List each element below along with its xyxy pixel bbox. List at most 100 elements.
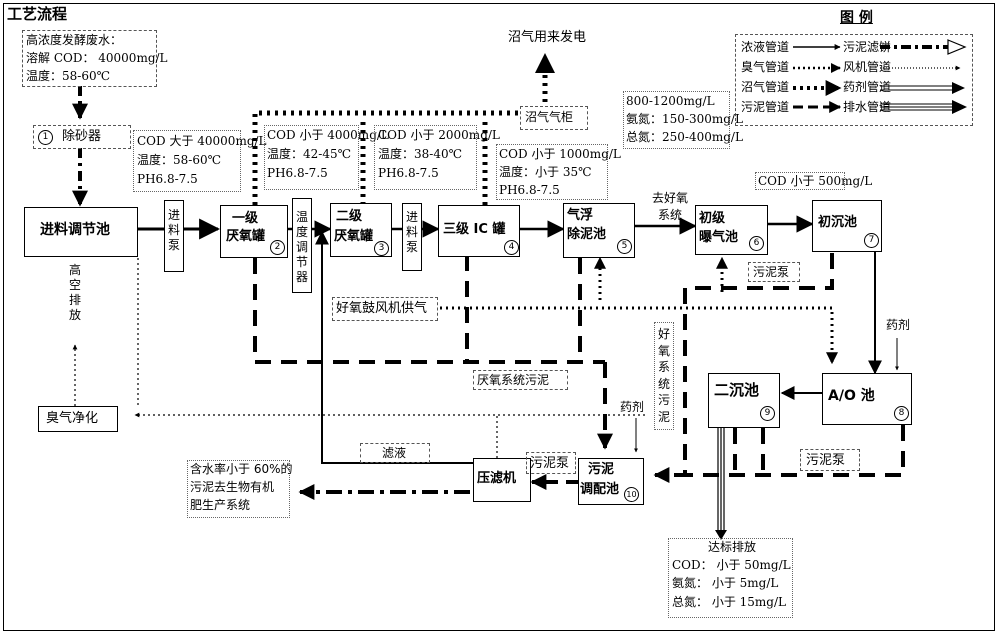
legend-item: 臭气管道 [741, 60, 790, 74]
note-line: COD 小于 4000mg/L [267, 128, 389, 142]
legend-item: 风机管道 [843, 60, 892, 74]
legend-title: 图 例 [840, 10, 873, 26]
temperature-regulator [292, 198, 312, 293]
aerobic-blower-box [332, 297, 438, 321]
diagram-title: 工艺流程 [7, 5, 68, 23]
ao-tank-label: A/O 池 [828, 388, 875, 404]
note-line: PH6.8-7.5 [378, 166, 439, 180]
legend-item: 药剂管道 [843, 80, 892, 94]
sludge-pump-1 [748, 262, 800, 282]
desander-label: 除砂器 [62, 129, 102, 144]
filtrate-label: 滤液 [382, 446, 407, 460]
anaerobic-tank-1-label: 厌氧罐 [226, 229, 266, 244]
ao-tank [822, 373, 912, 425]
node-number: 10 [624, 487, 639, 502]
note-line: PH6.8-7.5 [137, 172, 198, 186]
note-line: COD 大于 40000mg/L [137, 134, 267, 148]
legend-item: 排水管道 [843, 100, 892, 114]
influent-line: 温度：58-60℃ [26, 69, 111, 83]
feed-pump-2 [402, 203, 422, 271]
aeration-label: 初级 [699, 211, 726, 226]
odor-purifier-label: 臭气净化 [46, 411, 99, 426]
sludge-pump-3-label: 污泥泵 [530, 456, 570, 471]
node-number: 5 [617, 239, 632, 254]
cake-output-line: 含水率小于 60%的 [190, 462, 293, 476]
note-line: COD 小于 2000mg/L [378, 128, 500, 142]
legend-item: 沼气管道 [741, 80, 790, 94]
node-number: 6 [749, 236, 764, 251]
chemical-label-1: 药剂 [620, 400, 645, 414]
aerobic-sludge-box [654, 322, 674, 430]
odor-purifier [38, 406, 118, 432]
feed-pump-1-label: 进料泵 [167, 208, 180, 252]
flotation-label: 除泥池 [567, 227, 607, 242]
cake-output-box [187, 460, 290, 518]
node-number: 8 [894, 406, 909, 421]
sludge-tank-label: 调配池 [580, 482, 620, 497]
note-line: 总氮：250-400mg/L [626, 130, 743, 144]
legend-item: 污泥管道 [741, 100, 790, 114]
anaerobic-tank-1-label: 一级 [232, 211, 259, 226]
secondary-settler-label: 二沉池 [714, 381, 760, 399]
sludge-pump-3 [526, 452, 576, 474]
note-box [623, 91, 730, 149]
diagram-frame [3, 3, 995, 631]
node-number: 2 [270, 240, 285, 255]
cake-output-line: 污泥去生物有机 [190, 480, 275, 494]
equalization-label: 进料调节池 [40, 222, 110, 238]
biogas-power-label: 沼气用来发电 [508, 30, 587, 45]
biogas-cabinet-label: 沼气气柜 [525, 110, 574, 124]
sludge-pump-2 [800, 449, 860, 471]
feed-pump-1 [164, 200, 184, 272]
feed-pump-2-label: 进料泵 [405, 210, 418, 254]
legend-box [735, 34, 973, 126]
anaerobic-sludge-label: 厌氧系统污泥 [477, 373, 550, 387]
primary-settler-label: 初沉池 [818, 215, 858, 230]
aerobic-sludge-label: 好氧系统污泥 [657, 327, 670, 424]
ic-tank-3-label: 三级 IC 罐 [443, 222, 506, 237]
note-line: PH6.8-7.5 [499, 183, 560, 197]
influent-line: 溶解 COD： 40000mg/L [26, 51, 168, 65]
sludge-pump-2-label: 污泥泵 [806, 453, 846, 468]
node-number: 9 [760, 406, 775, 421]
aeration-label: 曝气池 [699, 230, 739, 245]
note-line: 温度：42-45℃ [267, 147, 352, 161]
cake-output-line: 肥生产系统 [190, 498, 251, 512]
note-box [264, 125, 359, 190]
sludge-pump-1-label: 污泥泵 [753, 265, 790, 279]
note-box [496, 144, 608, 200]
filter-press-label: 压滤机 [477, 471, 517, 486]
aerobic-blower-label: 好氧鼓风机供气 [336, 301, 428, 316]
filter-press [473, 458, 531, 502]
node-number: 1 [38, 130, 53, 145]
note-line: 温度：58-60℃ [137, 153, 222, 167]
influent-box [22, 30, 157, 87]
node-number: 4 [504, 240, 519, 255]
node-number: 7 [864, 233, 879, 248]
note-line: COD 小于 500mg/L [758, 174, 873, 188]
note-line: 氨氮：150-300mg/L [626, 112, 743, 126]
equalization-tank [24, 207, 138, 257]
anaerobic-sludge-box [473, 370, 568, 390]
influent-line: 高浓度发酵废水： [26, 33, 123, 47]
flotation-label: 气浮 [567, 208, 594, 223]
discharge-line: COD： 小于 50mg/L [672, 558, 791, 572]
discharge-box [668, 538, 793, 618]
ic-tank-3 [438, 205, 520, 257]
discharge-line: 达标排放 [708, 540, 757, 554]
desander-box [33, 125, 131, 149]
note-box [133, 130, 241, 192]
temperature-regulator-label: 温度调节器 [295, 210, 308, 284]
legend-item: 污泥滤饼 [843, 40, 892, 54]
discharge-line: 氨氮： 小于 5mg/L [672, 576, 779, 590]
high-emission-label: 高空排放 [68, 263, 81, 322]
node-number: 3 [374, 241, 389, 256]
note-line: 温度：小于 35℃ [499, 165, 592, 179]
biogas-cabinet [520, 106, 588, 130]
legend-item: 浓液管道 [741, 40, 790, 54]
filtrate-box [360, 443, 430, 463]
note-box [374, 125, 477, 190]
to-aerobic-label: 去好氧系统 [652, 191, 689, 222]
note-line: PH6.8-7.5 [267, 166, 328, 180]
